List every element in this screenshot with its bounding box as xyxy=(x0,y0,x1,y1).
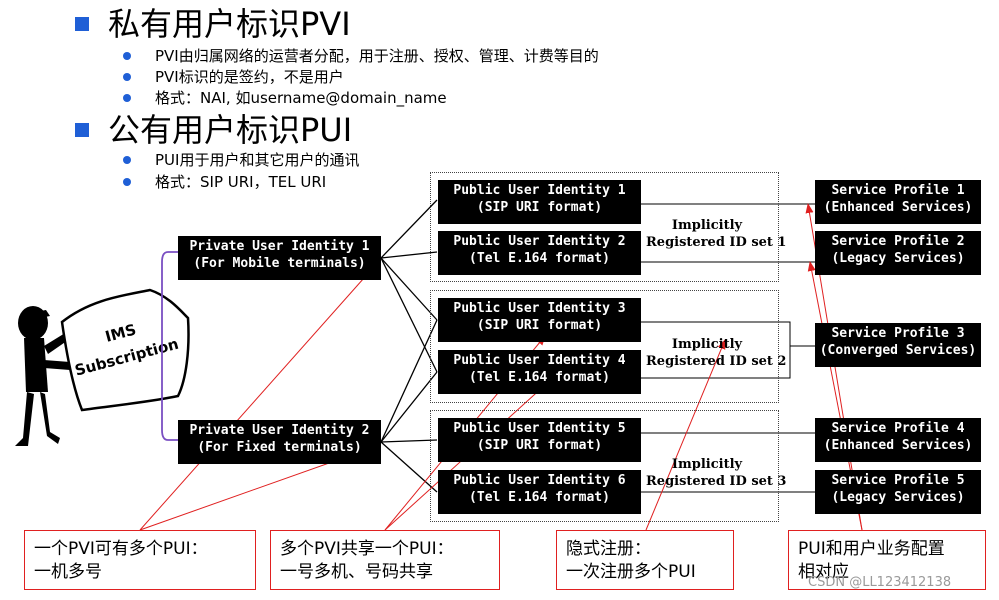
sp-5-subtitle: (Legacy Services) xyxy=(831,490,965,505)
public-user-identity-4: Public User Identity 4 (Tel E.164 format… xyxy=(438,350,641,394)
pui-heading-bullet xyxy=(75,123,89,137)
note-implicit-registration: 隐式注册： 一次注册多个PUI xyxy=(556,530,734,590)
id-set-1-line1: Implicitly xyxy=(671,218,743,233)
id-set-2-line2: Registered ID set 2 xyxy=(646,354,787,369)
id-set-2-label: Implicitly Registered ID set 2 xyxy=(646,336,787,370)
subscription-bracket xyxy=(161,251,178,441)
note-2-line2: 一号多机、号码共享 xyxy=(280,562,433,582)
pui-1-subtitle: (SIP URI format) xyxy=(476,200,603,215)
pui-bullet-2: 格式：SIP URI，TEL URI xyxy=(155,173,327,191)
pvi-bullet-dot xyxy=(123,73,131,81)
id-set-3-line2: Registered ID set 3 xyxy=(646,474,787,489)
note-4-line2: 相对应 xyxy=(798,562,849,582)
private-user-identity-1: Private User Identity 1 (For Mobile term… xyxy=(178,236,381,280)
note-4-line1: PUI和用户业务配置 xyxy=(798,539,945,559)
id-set-3-line1: Implicitly xyxy=(671,457,743,472)
public-user-identity-2: Public User Identity 2 (Tel E.164 format… xyxy=(438,231,641,275)
id-set-1-label: Implicitly Registered ID set 1 xyxy=(646,217,787,251)
note-3-line1: 隐式注册： xyxy=(566,539,651,559)
public-user-identity-3: Public User Identity 3 (SIP URI format) xyxy=(438,298,641,342)
pui-6-title: Public User Identity 6 xyxy=(453,473,626,488)
private-user-identity-2: Private User Identity 2 (For Fixed termi… xyxy=(178,420,381,464)
service-profile-4: Service Profile 4 (Enhanced Services) xyxy=(815,418,981,462)
pui-6-subtitle: (Tel E.164 format) xyxy=(469,490,610,505)
public-user-identity-1: Public User Identity 1 (SIP URI format) xyxy=(438,180,641,224)
pui-profile-connectors xyxy=(641,203,815,493)
pui-3-title: Public User Identity 3 xyxy=(453,301,626,316)
sp-2-subtitle: (Legacy Services) xyxy=(831,251,965,266)
id-set-3-label: Implicitly Registered ID set 3 xyxy=(646,456,787,490)
pvi-heading-bullet xyxy=(75,17,89,31)
id-set-1-group xyxy=(430,172,779,282)
pui-heading: 公有用户标识PUI xyxy=(108,111,353,149)
service-profile-3: Service Profile 3 (Converged Services) xyxy=(815,323,981,367)
pui-5-subtitle: (SIP URI format) xyxy=(476,438,603,453)
pvi-2-subtitle: (For Fixed terminals) xyxy=(197,440,362,455)
id-set-1-line2: Registered ID set 1 xyxy=(646,235,787,250)
pvi-bullet-dot xyxy=(123,94,131,102)
pvi-pui-connectors xyxy=(380,199,438,493)
pui-bullet-1: PUI用于用户和其它用户的通讯 xyxy=(155,151,360,169)
watermark: CSDN @LL123412138 xyxy=(808,575,952,590)
pui-4-subtitle: (Tel E.164 format) xyxy=(469,370,610,385)
id-set-3-group xyxy=(430,410,779,522)
sp-1-subtitle: (Enhanced Services) xyxy=(823,200,973,215)
note-1-line1: 一个PVI可有多个PUI： xyxy=(34,539,208,559)
pui-bullet-dot xyxy=(123,178,131,186)
pvi-heading: 私有用户标识PVI xyxy=(108,5,351,43)
pui-2-subtitle: (Tel E.164 format) xyxy=(469,251,610,266)
public-user-identity-6: Public User Identity 6 (Tel E.164 format… xyxy=(438,470,641,514)
id-set-2-line1: Implicitly xyxy=(671,337,743,352)
pvi-bullet-dot xyxy=(123,52,131,60)
pvi-2-title: Private User Identity 2 xyxy=(189,423,370,438)
pui-4-title: Public User Identity 4 xyxy=(453,353,626,368)
pvi-1-title: Private User Identity 1 xyxy=(189,239,370,254)
pui-1-title: Public User Identity 1 xyxy=(453,183,626,198)
pvi-1-subtitle: (For Mobile terminals) xyxy=(193,256,366,271)
public-user-identity-5: Public User Identity 5 (SIP URI format) xyxy=(438,418,641,462)
pvi-bullet-1: PVI由归属网络的运营者分配，用于注册、授权、管理、计费等目的 xyxy=(155,47,599,65)
pui-3-subtitle: (SIP URI format) xyxy=(476,318,603,333)
service-profile-1: Service Profile 1 (Enhanced Services) xyxy=(815,180,981,224)
note-2-line1: 多个PVI共享一个PUI： xyxy=(280,539,454,559)
pui-bullet-dot xyxy=(123,156,131,164)
sp-4-title: Service Profile 4 xyxy=(831,421,965,436)
service-profile-2: Service Profile 2 (Legacy Services) xyxy=(815,231,981,275)
service-profile-5: Service Profile 5 (Legacy Services) xyxy=(815,470,981,514)
sp-4-subtitle: (Enhanced Services) xyxy=(823,438,973,453)
sp-2-title: Service Profile 2 xyxy=(831,234,965,249)
pui-2-title: Public User Identity 2 xyxy=(453,234,626,249)
pui-5-title: Public User Identity 5 xyxy=(453,421,626,436)
sp-1-title: Service Profile 1 xyxy=(831,183,965,198)
subscription-sign: IMS Subscription xyxy=(60,288,190,412)
pvi-bullet-3: 格式：NAI, 如username@domain_name xyxy=(155,89,447,107)
sp-3-title: Service Profile 3 xyxy=(831,326,965,341)
note-3-line2: 一次注册多个PUI xyxy=(566,562,696,582)
note-one-pvi-many-pui: 一个PVI可有多个PUI： 一机多号 xyxy=(24,530,256,590)
note-1-line2: 一机多号 xyxy=(34,562,102,582)
sp-3-subtitle: (Converged Services) xyxy=(819,343,977,358)
sp-5-title: Service Profile 5 xyxy=(831,473,965,488)
pvi-bullet-2: PVI标识的是签约，不是用户 xyxy=(155,68,344,86)
note-pui-service-profile: PUI和用户业务配置 相对应 xyxy=(788,530,986,590)
id-set-2-group xyxy=(430,290,779,403)
note-many-pvi-share-pui: 多个PVI共享一个PUI： 一号多机、号码共享 xyxy=(270,530,500,590)
